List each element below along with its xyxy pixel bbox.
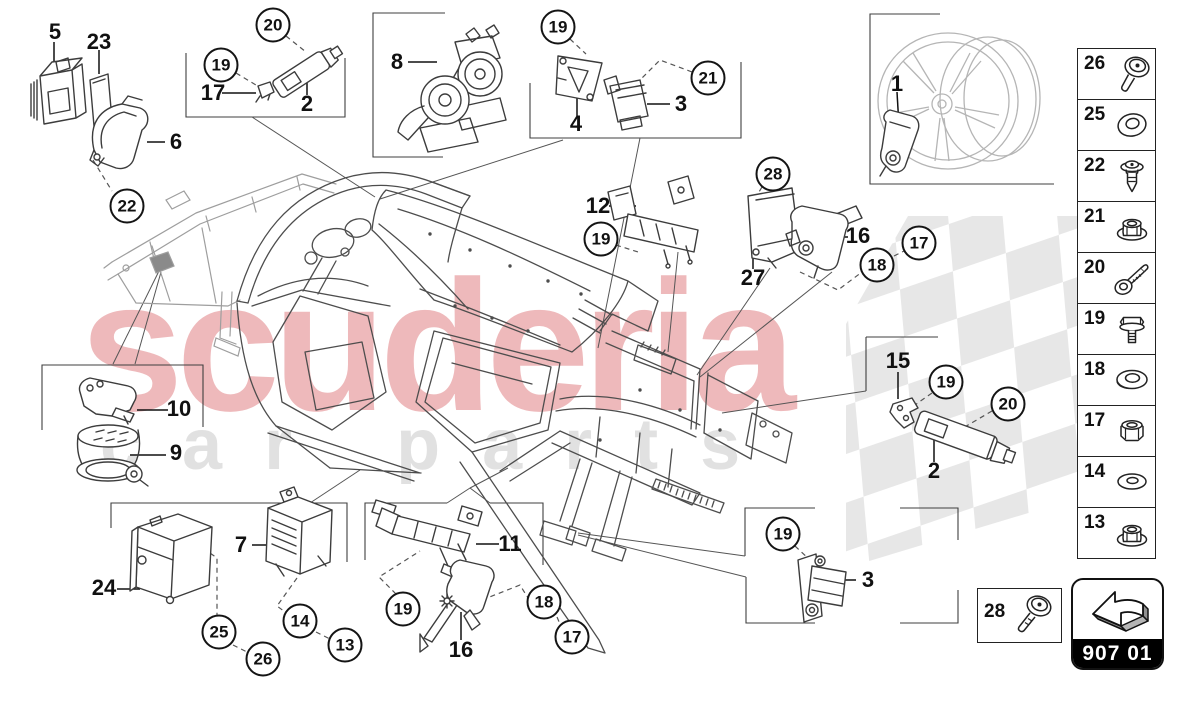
fastener-number: 21 <box>1084 206 1106 227</box>
fastener-row-17[interactable]: 17 <box>1078 406 1155 457</box>
callout-circle-19[interactable]: 19 <box>540 9 576 45</box>
hex-nut-icon <box>1109 411 1155 453</box>
parts-art <box>30 24 1017 653</box>
torx-screw-icon <box>1005 592 1061 638</box>
screw-28-box[interactable]: 28 <box>977 588 1062 643</box>
expansion-rivet-icon <box>1109 156 1155 198</box>
part-number-label-3[interactable]: 3 <box>861 567 875 592</box>
callout-circle-14[interactable]: 14 <box>282 603 318 639</box>
part-number-label-15[interactable]: 15 <box>885 348 911 373</box>
fastener-row-14[interactable]: 14 <box>1078 457 1155 508</box>
fastener-row-25[interactable]: 25 <box>1078 100 1155 151</box>
chassis-art <box>236 171 793 654</box>
watermark-tagline: car parts <box>100 405 783 485</box>
fastener-number: 22 <box>1084 155 1106 176</box>
fastener-number: 14 <box>1084 461 1106 482</box>
part-number-label-2[interactable]: 2 <box>927 458 941 483</box>
dashed-connectors <box>92 35 993 654</box>
flange-nut-icon <box>1109 513 1155 555</box>
callout-circle-19[interactable]: 19 <box>765 516 801 552</box>
page-code: 907 01 <box>1073 639 1162 668</box>
callout-circle-17[interactable]: 17 <box>901 225 937 261</box>
fastener-row-21[interactable]: 21 <box>1078 202 1155 253</box>
fastener-row-22[interactable]: 22 <box>1078 151 1155 202</box>
fastener-number: 13 <box>1084 512 1106 533</box>
part-number-label-16[interactable]: 16 <box>448 637 474 662</box>
part-number-label-8[interactable]: 8 <box>390 49 404 74</box>
callout-circle-22[interactable]: 22 <box>109 188 145 224</box>
part-number-label-24[interactable]: 24 <box>91 575 117 600</box>
fastener-number: 20 <box>1084 257 1106 278</box>
callout-circle-21[interactable]: 21 <box>690 60 726 96</box>
callout-circle-28[interactable]: 28 <box>755 156 791 192</box>
part-number-label-5[interactable]: 5 <box>48 19 62 44</box>
part-number-label-9[interactable]: 9 <box>169 440 183 465</box>
part-number-label-12[interactable]: 12 <box>585 193 611 218</box>
flange-nut-icon <box>1109 207 1155 249</box>
part-number-label-2[interactable]: 2 <box>300 91 314 116</box>
fastener-row-18[interactable]: 18 <box>1078 355 1155 406</box>
part-number-label-11[interactable]: 11 <box>498 531 522 556</box>
fastener-row-19[interactable]: 19 <box>1078 304 1155 355</box>
thin-washer-icon <box>1109 462 1155 504</box>
part-number-label-17[interactable]: 17 <box>200 80 226 105</box>
callout-circle-19[interactable]: 19 <box>928 364 964 400</box>
front-frame-art <box>103 173 337 357</box>
part-number-label-6[interactable]: 6 <box>169 129 183 154</box>
callout-circle-20[interactable]: 20 <box>255 7 291 43</box>
part-number-label-23[interactable]: 23 <box>86 29 112 54</box>
fastener-number: 18 <box>1084 359 1106 380</box>
part-number: 28 <box>984 601 1006 622</box>
callout-circle-18[interactable]: 18 <box>526 584 562 620</box>
pan-torx-screw-icon <box>1109 54 1155 96</box>
group-frames <box>41 12 1054 624</box>
part-number-label-3[interactable]: 3 <box>674 91 688 116</box>
callout-circle-19[interactable]: 19 <box>583 221 619 257</box>
part-number-label-4[interactable]: 4 <box>569 111 583 136</box>
part-number-label-10[interactable]: 10 <box>166 396 192 421</box>
fastener-number: 25 <box>1084 104 1106 125</box>
part-number-label-27[interactable]: 27 <box>740 265 766 290</box>
fastener-row-13[interactable]: 13 <box>1078 508 1155 558</box>
fastener-number: 17 <box>1084 410 1106 431</box>
callout-circle-13[interactable]: 13 <box>327 627 363 663</box>
back-arrow-icon <box>1092 591 1149 632</box>
callout-circle-17[interactable]: 17 <box>554 619 590 655</box>
part-number-label-16[interactable]: 16 <box>845 223 871 248</box>
long-screw-icon <box>1109 258 1155 300</box>
washer-icon <box>1109 105 1155 147</box>
hex-flange-bolt-icon <box>1109 309 1155 351</box>
callout-circle-19[interactable]: 19 <box>203 47 239 83</box>
flat-washer-icon <box>1109 360 1155 402</box>
callout-circle-26[interactable]: 26 <box>245 641 281 677</box>
callout-circle-25[interactable]: 25 <box>201 614 237 650</box>
fastener-number: 19 <box>1084 308 1106 329</box>
part-number-label-7[interactable]: 7 <box>234 532 248 557</box>
part-number-label-1[interactable]: 1 <box>890 71 904 96</box>
callout-circle-20[interactable]: 20 <box>990 386 1026 422</box>
leader-lines <box>112 116 867 578</box>
fastener-legend: 26 25 22 21 20 19 18 17 14 13 <box>1077 48 1156 559</box>
page-code-box[interactable]: 907 01 <box>1071 578 1164 670</box>
fastener-number: 26 <box>1084 53 1106 74</box>
callout-circle-18[interactable]: 18 <box>859 247 895 283</box>
fastener-row-20[interactable]: 20 <box>1078 253 1155 304</box>
fastener-row-26[interactable]: 26 <box>1078 49 1155 100</box>
callout-circle-19[interactable]: 19 <box>385 591 421 627</box>
